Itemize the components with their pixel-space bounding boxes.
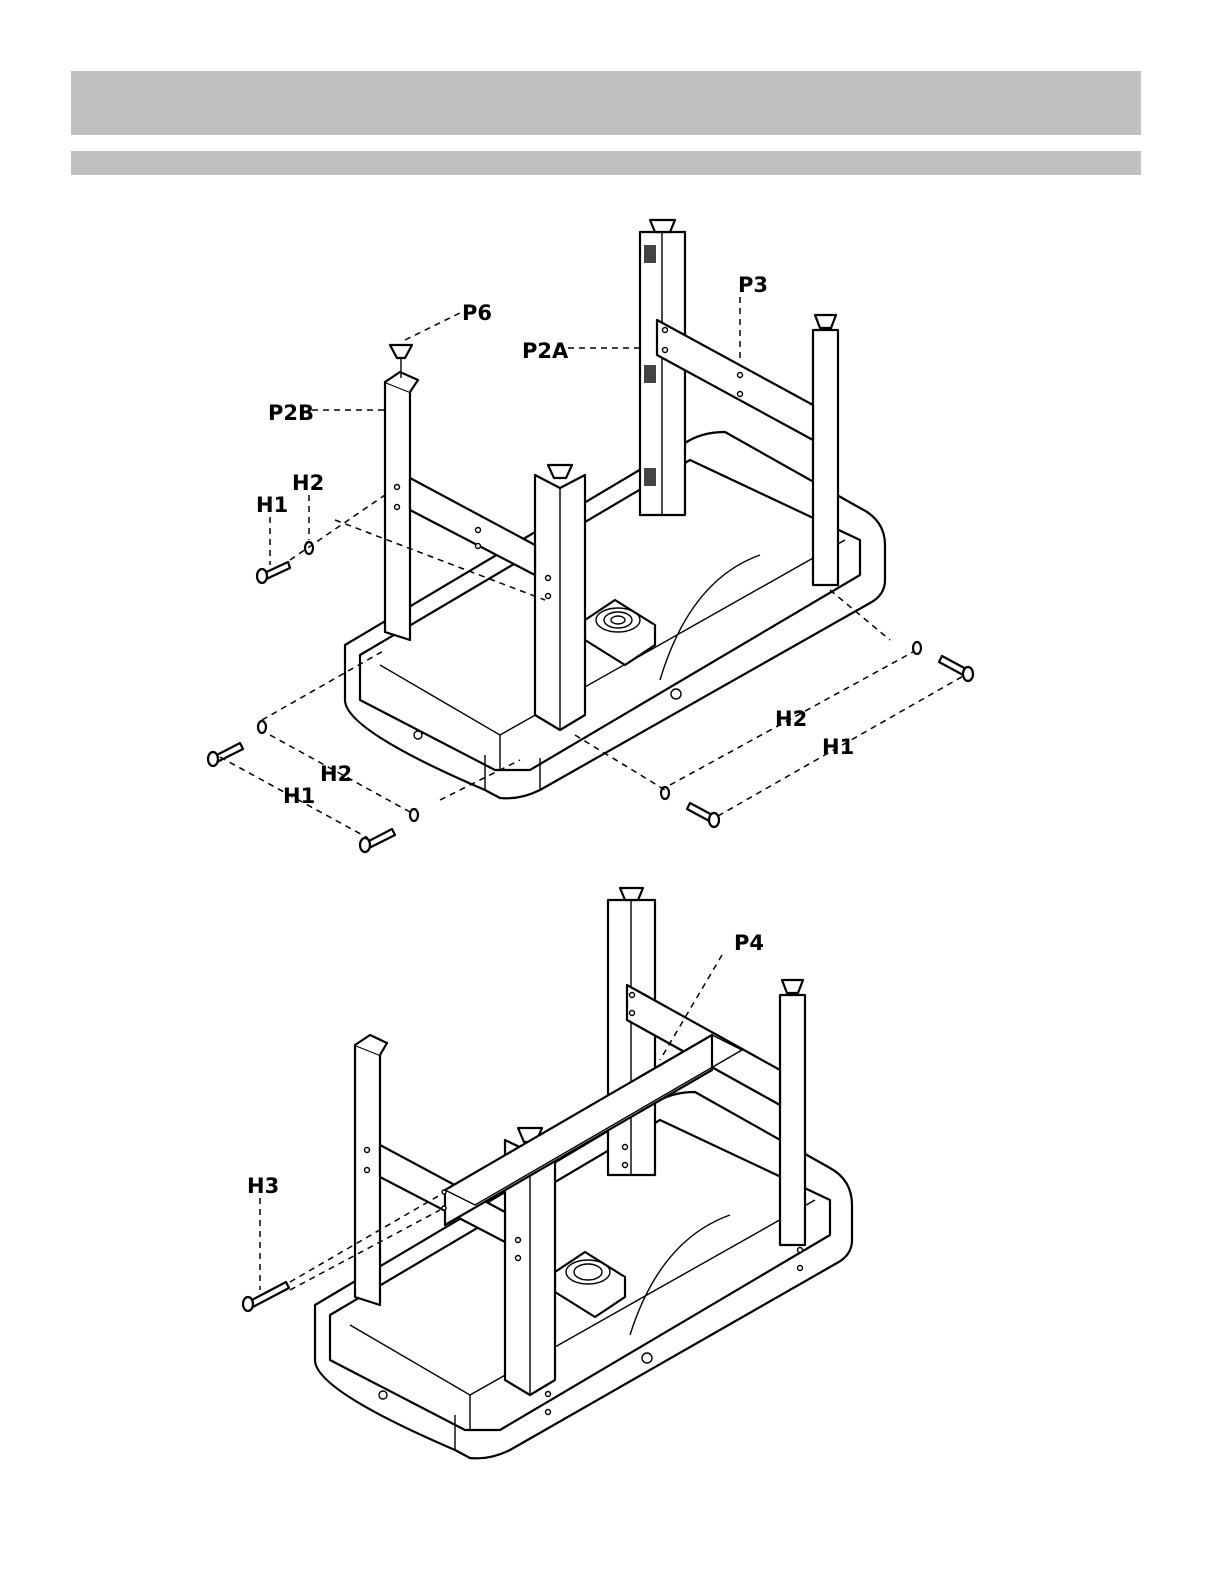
label-p2b: P2B — [268, 401, 314, 425]
label-p3: P3 — [738, 273, 768, 297]
step1-illustration: P6 P2A P3 P2B H2 H1 H2 H1 H2 H1 — [208, 220, 973, 852]
screw-h1-left-bottom-b — [360, 829, 395, 852]
leg-front — [535, 465, 585, 730]
leg-2-right — [780, 980, 805, 1245]
screw-h1-right-b — [687, 803, 719, 827]
label-p2a: P2A — [522, 339, 569, 363]
screw-h3 — [243, 1282, 289, 1311]
foot-cap-p6 — [390, 345, 412, 378]
label-p4: P4 — [734, 931, 764, 955]
label-p6: P6 — [462, 301, 492, 325]
washer-h2-left-top — [305, 542, 313, 554]
leg-back-right — [813, 315, 838, 585]
step2-illustration: P4 H3 — [243, 888, 852, 1458]
label-h2-left-bottom: H2 — [320, 762, 352, 786]
washer-h2-right-a — [913, 642, 921, 654]
label-h3: H3 — [247, 1174, 279, 1198]
label-h2-right: H2 — [775, 707, 807, 731]
screw-h1-left-bottom-a — [208, 743, 243, 766]
screw-h1-left-top — [257, 562, 290, 583]
washer-h2-left-bottom-b — [410, 809, 418, 821]
label-h1-left-top: H1 — [256, 493, 288, 517]
label-h1-right: H1 — [822, 735, 854, 759]
label-h1-left-bottom: H1 — [283, 784, 315, 808]
apron-side — [410, 478, 535, 575]
screw-h1-right-a — [939, 656, 973, 681]
washer-h2-left-bottom-a — [258, 721, 266, 733]
label-h2-left-top: H2 — [292, 471, 324, 495]
